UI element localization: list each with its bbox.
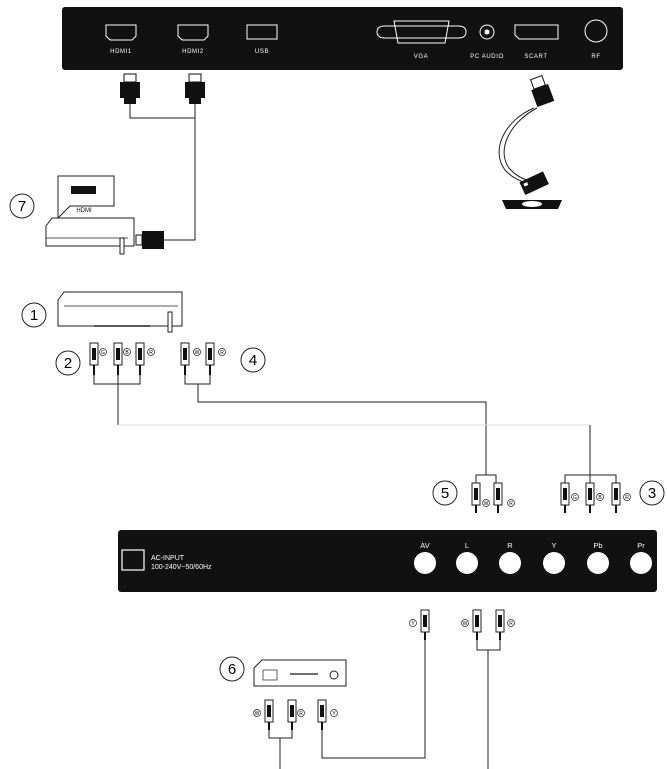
jack-av [414,552,436,574]
hdmi1-label: HDMI1 [110,49,132,55]
jack-label-y: Y [551,541,556,550]
scart-port [514,24,559,40]
callout-7-text: 7 [18,198,26,215]
callout-6 [219,656,245,682]
pc-audio-port [479,24,495,40]
top-panel: HDMI1 HDMI2 USB VGA PC AUDIO SCART RF [62,7,623,70]
rf-label: RF [591,54,600,60]
plug-letter-g-2: G [101,350,105,356]
callout-3-text: 3 [648,485,656,502]
jack-label-pr: Pr [637,541,645,550]
set-top-box-7 [45,217,135,247]
ac-input-label: AC-INPUT [151,555,185,562]
callout-6-text: 6 [228,661,236,678]
plug-letter-b-3: B [598,495,602,501]
jack-r [499,552,521,574]
audio-plugs-5: W R 5 [432,474,515,513]
device7: HDMI 7 [9,175,135,255]
usb-label: USB [255,49,269,55]
plug-letter-r-2: R [149,350,153,356]
jack-y [543,552,565,574]
hdmi2-label: HDMI2 [182,49,204,55]
plug-letter-y-av: Y [411,621,415,627]
hdmi-icon [71,186,96,194]
callout-1 [21,302,47,328]
bottom-panel: AC-INPUT 100-240V~50/60Hz AV L R Y Pb Pr [118,530,657,592]
plug-letter-r-3: R [625,495,629,501]
component-plugs-2: G B R [89,342,155,425]
plug-letter-r-6: R [299,711,303,717]
callout-2-text: 2 [64,355,72,372]
audio-plugs-4: W R [180,342,487,475]
callout-5-text: 5 [441,485,449,502]
jack-label-r: R [507,541,513,550]
component-plugs-3: G B R 3 [560,474,665,513]
ac-voltage-label: 100-240V~50/60Hz [151,564,212,571]
rf-port [584,19,608,43]
hdmi2-port [177,24,209,41]
plug-letter-r-4: R [220,350,224,356]
device1: 1 [21,291,183,333]
scart-cable [498,74,562,209]
jack-label-av: AV [420,541,429,550]
jack-pr [630,552,652,574]
callout-2 [55,350,81,376]
plug-letter-g-3: G [573,495,577,501]
plug-letter-w-lr: W [463,621,468,627]
ac-input-socket [121,549,145,571]
vga-port [376,25,467,39]
usb-port [246,24,278,40]
device6: 6 W R Y [219,640,426,769]
plug-letter-y-6: Y [332,711,336,717]
plug-letter-w-6: W [255,711,260,717]
plug-letter-r-5: R [509,501,513,507]
below-panel-plugs: Y W R [409,609,515,769]
hdmi-cables [120,73,205,249]
plug-letter-r-lr: R [509,621,513,627]
plug-letter-w-5: W [484,501,489,507]
jack-l [456,552,478,574]
plug-letter-b-2: B [125,350,129,356]
jack-pb [587,552,609,574]
vga-label: VGA [414,54,428,60]
device7-hdmi-label: HDMI [76,208,92,214]
callout-4 [240,347,266,373]
plug-letter-w-4: W [195,350,200,356]
pc-audio-label: PC AUDIO [470,54,503,60]
callout-3 [639,480,665,506]
set-top-box-1 [57,291,183,327]
jack-label-l: L [465,541,469,550]
callout-7 [9,193,35,219]
callout-5 [432,480,458,506]
hdmi1-port [105,24,137,41]
jack-label-pb: Pb [593,541,602,550]
callout-4-text: 4 [249,352,257,369]
callout-1-text: 1 [30,307,38,324]
scart-label: SCART [524,54,547,60]
